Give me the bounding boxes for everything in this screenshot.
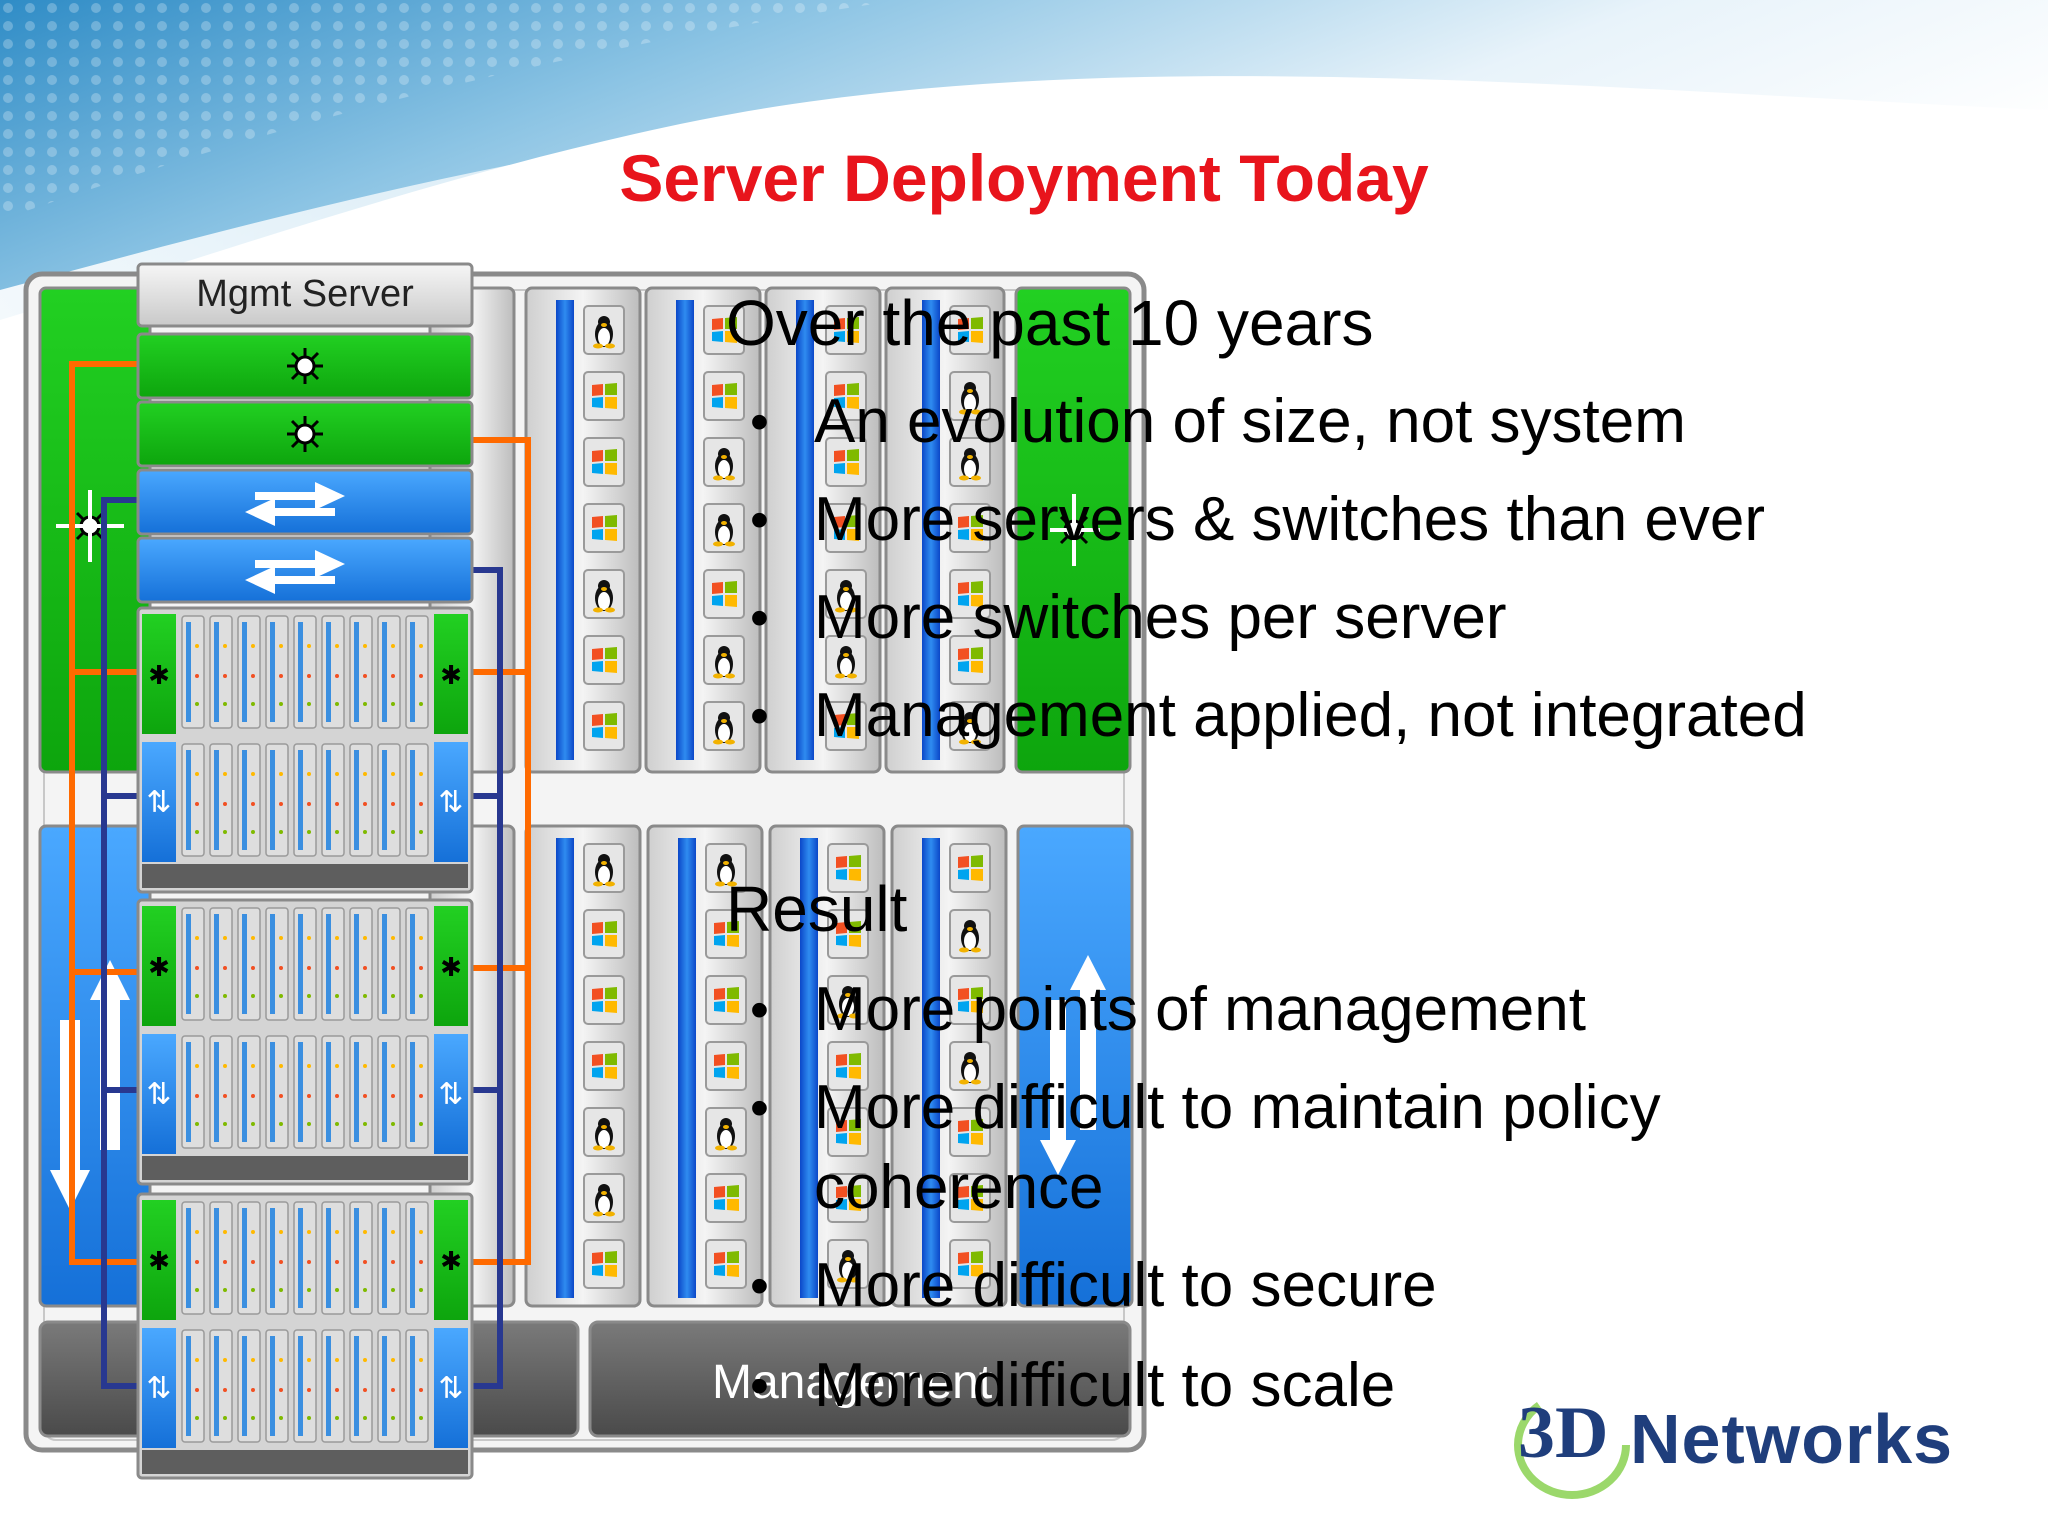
svg-text:✱: ✱ [148, 661, 170, 691]
bullet-dot: • [750, 1356, 769, 1416]
blue-switch-1 [136, 468, 474, 536]
bullet-text: coherence [814, 1153, 1104, 1222]
logo-name: Networks [1630, 1400, 1954, 1478]
bullet-dot: • [750, 490, 769, 550]
svg-text:⇅: ⇅ [438, 1371, 463, 1406]
svg-text:⇅: ⇅ [438, 1077, 463, 1112]
bullet-text: More difficult to maintain policy [814, 1073, 1661, 1142]
bullet-text: Management applied, not integrated [814, 681, 1807, 750]
section1-heading: Over the past 10 years [726, 287, 1374, 359]
rack-stack-foreground: Mgmt Server ✱ ✱ ⇅ ⇅ [136, 262, 474, 1480]
bullet-dot: • [750, 1078, 769, 1138]
bullet-text: More servers & switches than ever [814, 485, 1766, 554]
cables [69, 361, 531, 1389]
logo-mark: 3D [1518, 1392, 1609, 1474]
logo-swoosh-icon [1514, 1391, 1630, 1499]
svg-text:✱: ✱ [148, 1247, 170, 1277]
svg-text:⇅: ⇅ [146, 785, 171, 820]
blade-chassis-1: ✱ ✱ ⇅ ⇅ [136, 606, 474, 894]
management-label: Management [712, 1356, 992, 1409]
bullet-dot: • [750, 686, 769, 746]
bullet-dot: • [750, 588, 769, 648]
section2-heading: Result [726, 873, 908, 945]
bullet-dot: • [750, 392, 769, 452]
management-bar-right [588, 1320, 1132, 1438]
core-switch-blue [38, 824, 152, 1308]
mgmt-server-box [136, 262, 474, 328]
svg-text:✱: ✱ [440, 953, 462, 983]
3d-networks-logo: 3D Networks [1510, 1385, 2010, 1505]
svg-text:⇅: ⇅ [146, 1077, 171, 1112]
mgmt-server-label: Mgmt Server [196, 273, 414, 315]
svg-text:⇅: ⇅ [146, 1371, 171, 1406]
svg-text:⇅: ⇅ [438, 785, 463, 820]
bullet-dot: • [750, 1256, 769, 1316]
svg-text:✱: ✱ [440, 661, 462, 691]
blade-chassis-3: ✱ ✱ ⇅ ⇅ [136, 1192, 474, 1480]
svg-text:✱: ✱ [148, 953, 170, 983]
bullet-text: More difficult to scale [814, 1351, 1396, 1420]
bullet-text: An evolution of size, not system [814, 387, 1686, 456]
blue-switch-2 [136, 536, 474, 604]
bullet-text: More difficult to secure [814, 1251, 1437, 1320]
svg-text:✱: ✱ [440, 1247, 462, 1277]
slide-title: Server Deployment Today [619, 141, 1429, 215]
bullet-text: More points of management [814, 975, 1586, 1044]
blade-chassis-2: ✱ ✱ ⇅ ⇅ [136, 898, 474, 1186]
bullet-text: More switches per server [814, 583, 1507, 652]
bullet-dot: • [750, 980, 769, 1040]
